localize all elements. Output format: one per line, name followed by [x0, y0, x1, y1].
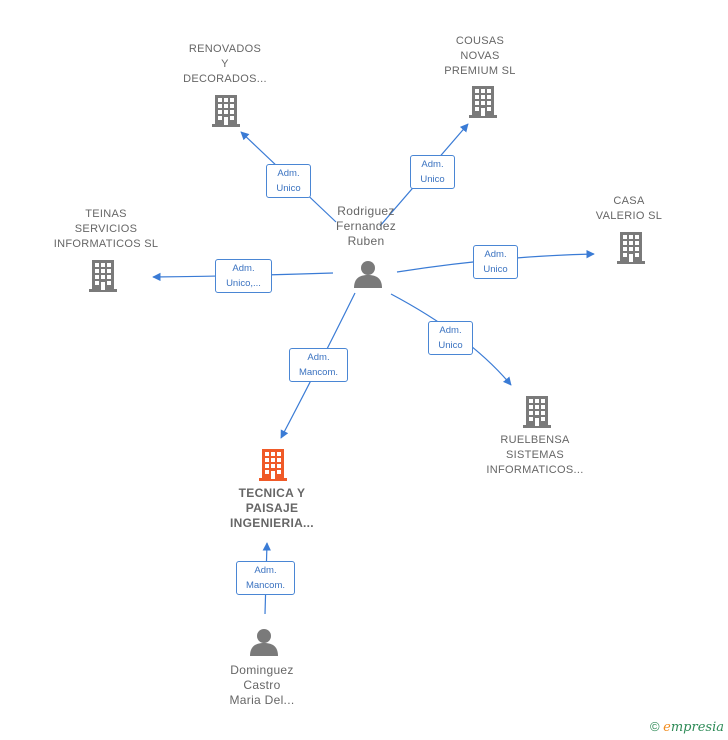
node-label-rodriguez[interactable]: Rodriguez Fernandez Ruben [335, 204, 397, 248]
building-icon[interactable] [212, 95, 240, 127]
node-label-dominguez[interactable]: Dominguez Castro Maria Del... [229, 663, 295, 707]
brand-logo-initial: e [663, 720, 671, 735]
copyright-symbol: © [649, 719, 660, 734]
building-icon[interactable] [617, 232, 645, 264]
edge-label-teinas[interactable]: Adm. Unico,... [215, 259, 272, 293]
node-label-tecnica[interactable]: TECNICA Y PAISAJE INGENIERIA... [230, 486, 314, 530]
brand-watermark: © empresia [650, 719, 724, 735]
edge-label-renovados[interactable]: Adm. Unico [266, 164, 311, 198]
building-icon[interactable] [469, 86, 497, 118]
node-label-cousas[interactable]: COUSAS NOVAS PREMIUM SL [444, 35, 516, 77]
person-icon[interactable] [250, 629, 278, 656]
edge-label-dominguez-tecnica[interactable]: Adm. Mancom. [236, 561, 295, 595]
building-icon[interactable] [89, 260, 117, 292]
brand-logo-text: mpresia [670, 720, 724, 735]
node-label-ruelbensa[interactable]: RUELBENSA SISTEMAS INFORMATICOS... [486, 434, 584, 476]
node-label-renovados[interactable]: RENOVADOS Y DECORADOS... [183, 43, 267, 85]
node-label-casa-valerio[interactable]: CASA VALERIO SL [595, 195, 663, 222]
building-icon[interactable] [523, 396, 551, 428]
edge-label-cousas[interactable]: Adm. Unico [410, 155, 455, 189]
edge-label-casa-valerio[interactable]: Adm. Unico [473, 245, 518, 279]
edge-label-ruelbensa[interactable]: Adm. Unico [428, 321, 473, 355]
focus-building-icon[interactable] [259, 449, 287, 481]
person-icon[interactable] [354, 261, 382, 288]
node-label-teinas[interactable]: TEINAS SERVICIOS INFORMATICOS SL [53, 208, 159, 250]
edge-label-tecnica[interactable]: Adm. Mancom. [289, 348, 348, 382]
